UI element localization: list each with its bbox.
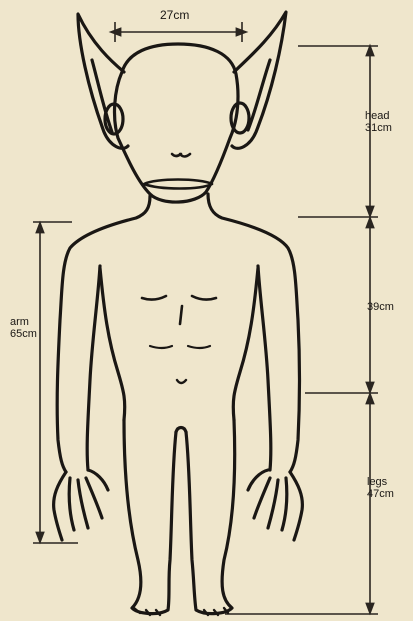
arm-label-name: arm — [10, 316, 37, 328]
mouth — [144, 180, 212, 189]
head-height-label: head 31cm — [365, 110, 392, 134]
right-leg — [186, 420, 235, 614]
right-hand — [248, 470, 302, 540]
left-hand — [54, 470, 108, 540]
torso-label-value: 39cm — [367, 301, 394, 313]
arm-label-value: 65cm — [10, 328, 37, 340]
chest-detail — [142, 296, 166, 300]
figure-outline — [54, 12, 303, 615]
head-width-label: 27cm — [160, 9, 189, 21]
torso-outline — [57, 196, 150, 472]
navel — [177, 380, 186, 383]
left-leg — [124, 420, 176, 614]
legs-height-label: legs 47cm — [367, 476, 394, 500]
head-width-dimension — [115, 22, 242, 42]
legs-label-name: legs — [367, 476, 394, 488]
arm-length-label: arm 65cm — [10, 316, 37, 340]
head-width-value: 27cm — [160, 8, 189, 22]
nose — [172, 154, 190, 157]
head-label-name: head — [365, 110, 392, 122]
legs-label-value: 47cm — [367, 488, 394, 500]
head-label-value: 31cm — [365, 122, 392, 134]
torso-height-label: 39cm — [367, 301, 394, 313]
